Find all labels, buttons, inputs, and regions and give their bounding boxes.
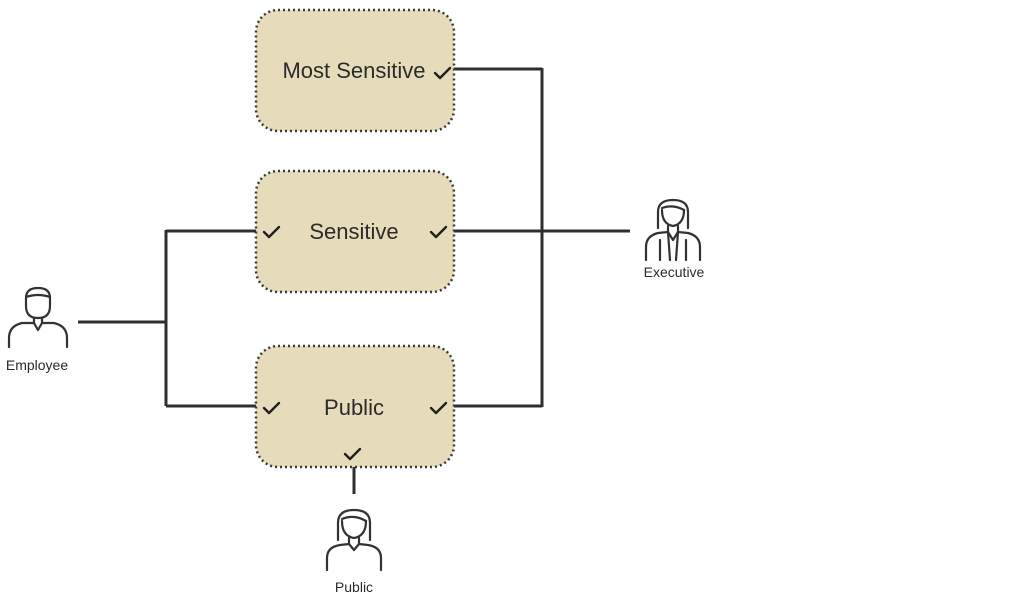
box-most-sensitive-label: Most Sensitive [282,58,425,83]
check-icon [343,447,362,461]
box-public-label: Public [324,395,384,420]
employee-label: Employee [6,357,68,373]
female-person-icon [325,508,383,572]
check-icon [429,401,448,415]
check-icon [433,66,452,80]
check-icon [429,225,448,239]
box-public: Public [254,344,456,469]
female-executive-icon [644,198,702,262]
executive-label: Executive [644,264,705,280]
box-most-sensitive: Most Sensitive [254,8,456,133]
executive-actor: Executive [644,198,705,280]
check-icon [262,225,281,239]
male-person-icon [7,286,69,349]
box-sensitive: Sensitive [254,169,456,294]
employee-actor: Employee [6,286,69,373]
public-actor-label: Public [335,579,373,595]
box-sensitive-label: Sensitive [309,219,398,244]
connector-lines [78,67,630,494]
public-actor: Public [325,508,383,595]
check-icon [262,401,281,415]
